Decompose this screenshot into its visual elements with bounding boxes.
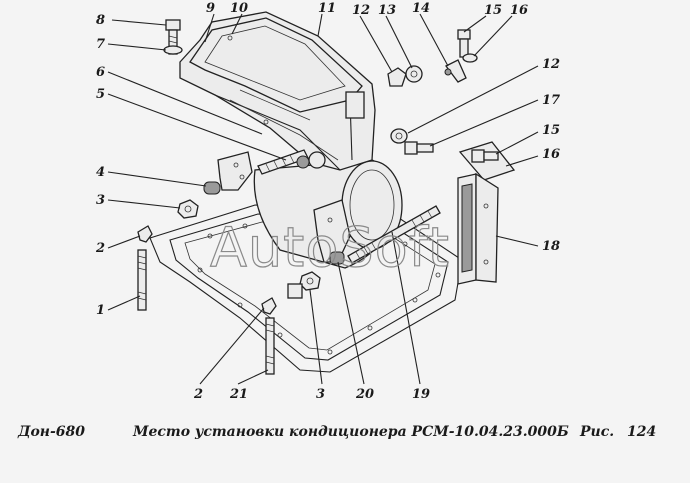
callout-8: 8 xyxy=(96,13,105,28)
stud-21 xyxy=(265,317,275,375)
stud-19 xyxy=(347,205,441,264)
callout-12-top: 12 xyxy=(352,3,370,18)
bracket-plate-right xyxy=(458,141,516,181)
callout-3-left: 3 xyxy=(96,193,105,208)
nut-12-top xyxy=(387,67,407,87)
caption-model: Дон-680 xyxy=(18,424,86,440)
callout-11: 11 xyxy=(318,1,336,16)
callout-16-top: 16 xyxy=(510,3,528,18)
watermark-text: AutoSoft xyxy=(210,216,450,279)
washer-16-top xyxy=(462,53,478,63)
callout-6: 6 xyxy=(96,65,105,80)
stud-1 xyxy=(137,249,147,311)
callout-19: 19 xyxy=(412,387,430,402)
fitting-2-center xyxy=(261,297,277,315)
mounting-bracket-4 xyxy=(203,151,253,195)
nut-3-center xyxy=(287,271,321,299)
callout-13: 13 xyxy=(378,3,396,18)
callout-12-right: 12 xyxy=(542,57,560,72)
callout-7: 7 xyxy=(96,37,105,52)
callout-21: 21 xyxy=(229,387,248,402)
caption-figure-number: 124 xyxy=(627,424,657,440)
callout-3-bottom: 3 xyxy=(316,387,325,402)
clip-14 xyxy=(444,59,467,83)
fitting-2-left xyxy=(137,225,153,243)
callout-2-bottom: 2 xyxy=(193,387,203,402)
callout-9: 9 xyxy=(206,1,215,16)
leader-lines xyxy=(107,13,539,385)
nut-3-left xyxy=(177,199,199,219)
callout-labels: 8 7 6 5 4 3 2 1 9 10 11 12 13 14 15 16 1… xyxy=(95,1,560,402)
caption-title: Место установки кондиционера РСМ-10.04.2… xyxy=(133,424,569,440)
callout-5: 5 xyxy=(96,87,105,102)
callout-10: 10 xyxy=(230,1,248,16)
caption-figure-label: Рис. xyxy=(580,424,615,440)
callout-15-right: 15 xyxy=(542,123,560,138)
rail-bracket-18 xyxy=(457,172,499,285)
callout-2-left: 2 xyxy=(95,241,105,256)
callout-15-top: 15 xyxy=(484,3,502,18)
callout-20: 20 xyxy=(355,387,374,402)
callout-4: 4 xyxy=(96,165,105,180)
callout-18: 18 xyxy=(542,239,560,254)
washer-12-right xyxy=(390,128,408,144)
washer-13 xyxy=(405,65,423,83)
callout-16-right: 16 xyxy=(542,147,560,162)
bolt-15-top xyxy=(457,29,471,58)
nut-washer-6 xyxy=(296,151,326,169)
washer-7 xyxy=(163,45,183,55)
callout-1: 1 xyxy=(96,303,105,318)
callout-14: 14 xyxy=(412,1,430,16)
exploded-assembly-drawing: AutoSoft 8 7 6 5 4 3 2 1 9 10 11 12 13 1… xyxy=(95,1,560,402)
bolt-17 xyxy=(404,141,434,155)
conditioner-housing xyxy=(179,11,376,171)
figure-caption: Дон-680 Место установки кондиционера РСМ… xyxy=(0,424,690,446)
bracket-20 xyxy=(313,199,351,265)
callout-17: 17 xyxy=(542,93,560,108)
